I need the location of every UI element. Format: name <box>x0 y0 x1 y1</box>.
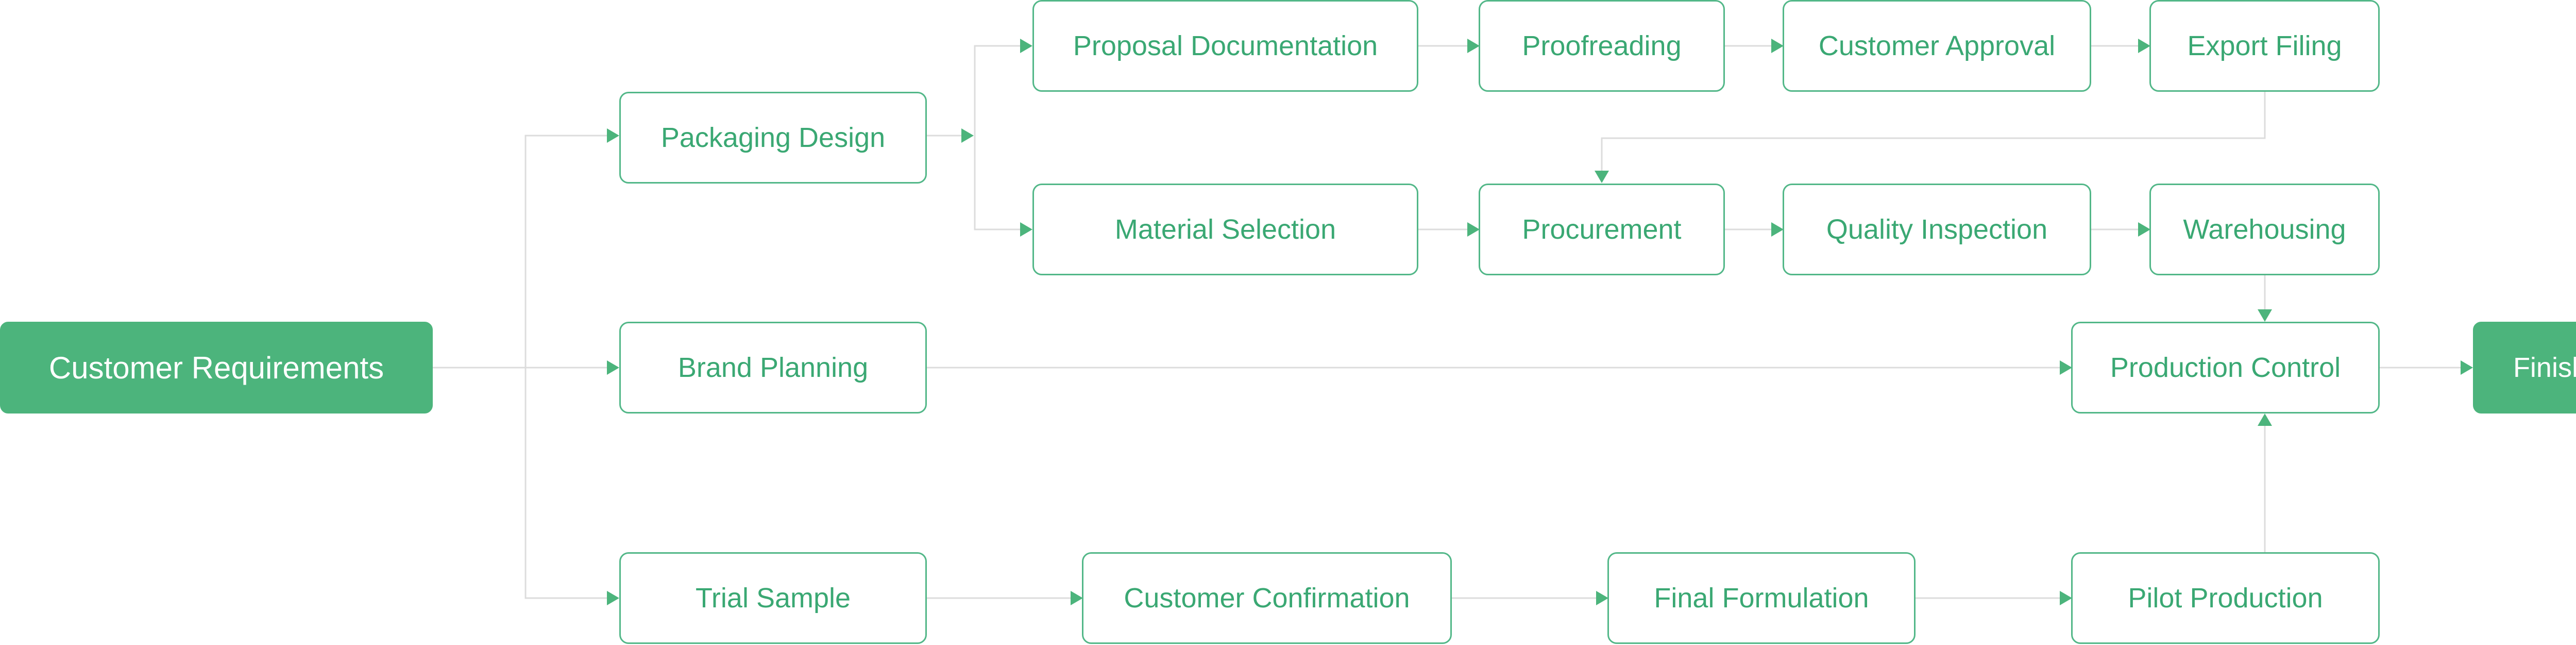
arrowhead-warehousing <box>2138 222 2150 237</box>
arrowhead-control-bottom <box>2258 414 2272 426</box>
arrowhead-procurement <box>1467 222 1480 237</box>
node-export-filing[interactable]: Export Filing <box>2149 0 2380 92</box>
arrowhead-packaging <box>607 128 619 143</box>
arrowhead-quality <box>1771 222 1784 237</box>
node-final-formulation[interactable]: Final Formulation <box>1607 552 1916 644</box>
node-finished[interactable]: Finished <box>2473 322 2576 414</box>
node-packaging-design[interactable]: Packaging Design <box>619 92 927 184</box>
node-customer-confirmation[interactable]: Customer Confirmation <box>1082 552 1452 644</box>
edge-requirements-to-packaging <box>433 135 609 369</box>
node-procurement[interactable]: Procurement <box>1479 184 1725 275</box>
node-customer-approval[interactable]: Customer Approval <box>1783 0 2091 92</box>
arrowhead-control-left <box>2060 360 2072 375</box>
arrowhead-material <box>1020 222 1032 237</box>
arrowhead-packaging-split <box>961 128 974 143</box>
arrowhead-finished <box>2461 360 2473 375</box>
arrowhead-formulation <box>1596 591 1608 605</box>
node-material-selection[interactable]: Material Selection <box>1032 184 1418 275</box>
edge-split-to-proposal <box>974 45 1021 136</box>
arrowhead-proposal <box>1020 39 1032 53</box>
arrowhead-pilot <box>2060 591 2072 605</box>
node-production-control[interactable]: Production Control <box>2071 322 2380 414</box>
edge-requirements-to-trial <box>524 368 609 599</box>
arrowhead-export <box>2138 39 2150 53</box>
node-proposal-documentation[interactable]: Proposal Documentation <box>1032 0 1418 92</box>
edge-export-to-procurement <box>1601 92 2266 172</box>
node-quality-inspection[interactable]: Quality Inspection <box>1783 184 2091 275</box>
node-brand-planning[interactable]: Brand Planning <box>619 322 927 414</box>
arrowhead-proofreading <box>1467 39 1480 53</box>
edge-split-to-material <box>974 136 1021 230</box>
node-trial-sample[interactable]: Trial Sample <box>619 552 927 644</box>
node-customer-requirements[interactable]: Customer Requirements <box>0 322 433 414</box>
arrowhead-trial <box>607 591 619 605</box>
node-proofreading[interactable]: Proofreading <box>1479 0 1725 92</box>
arrowhead-brand <box>607 360 619 375</box>
arrowhead-confirmation <box>1071 591 1083 605</box>
arrowhead-approval <box>1771 39 1784 53</box>
arrowhead-procurement-top <box>1595 171 1609 183</box>
node-warehousing[interactable]: Warehousing <box>2149 184 2380 275</box>
node-pilot-production[interactable]: Pilot Production <box>2071 552 2380 644</box>
arrowhead-control-top <box>2258 309 2272 322</box>
